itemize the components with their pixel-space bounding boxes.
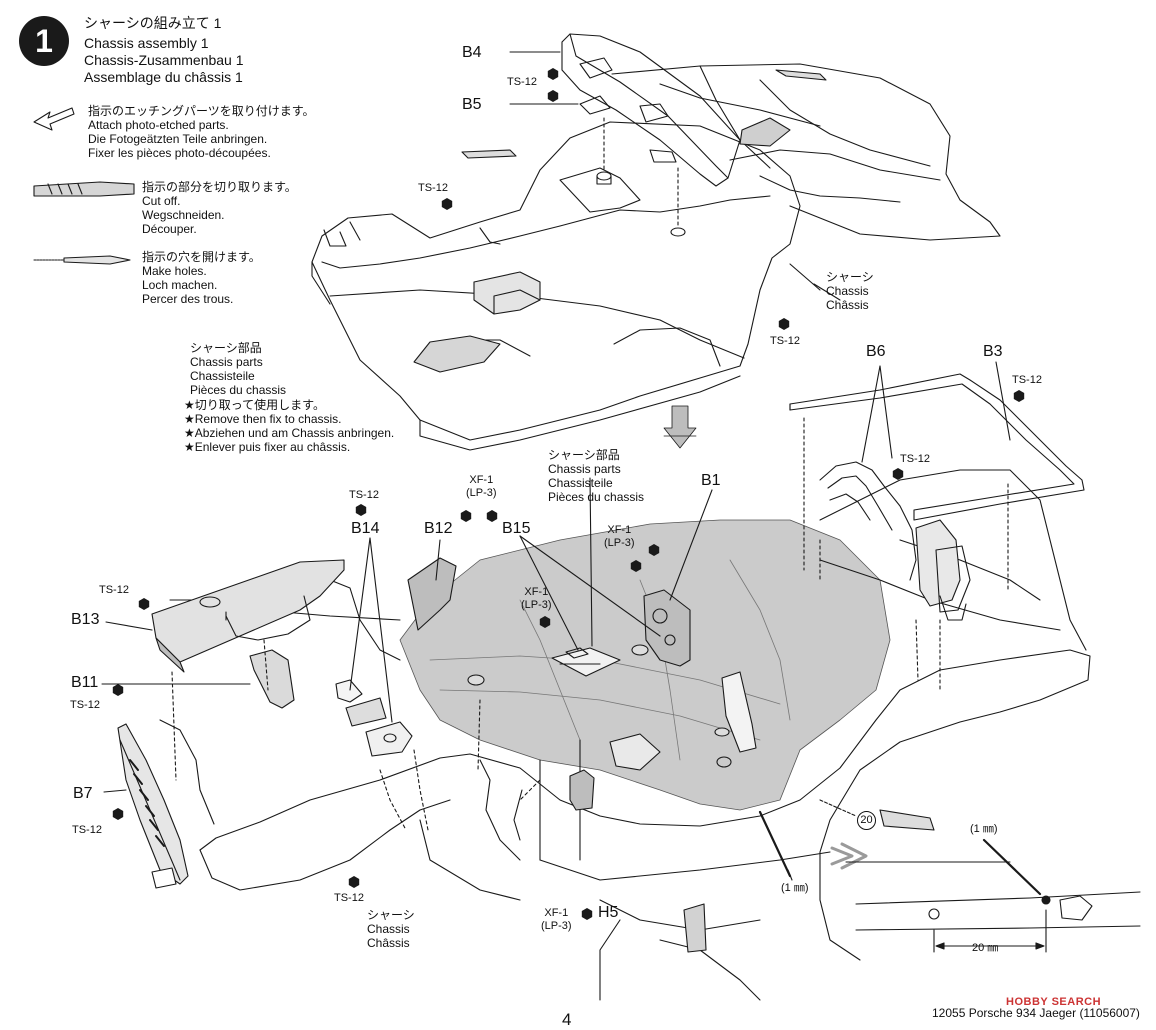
chassis-label-bottom: シャーシ Chassis Châssis (367, 908, 415, 950)
legend-cut-off: 指示の部分を切り取ります。 Cut off. Wegschneiden. Déc… (142, 180, 297, 237)
paint-code-alt: (LP-3) (541, 919, 572, 932)
chassis-jp: シャーシ (826, 270, 874, 284)
part-label-h5: H5 (598, 904, 619, 921)
legend-text-fr: Fixer les pièces photo-découpées. (88, 146, 271, 161)
chassis-parts-note: シャーシ部品 Chassis parts Chassisteile Pièces… (184, 341, 394, 454)
legend-photo-etched: 指示のエッチングパーツを取り付けます。 Attach photo-etched … (88, 104, 315, 161)
paint-code-alt: (LP-3) (466, 486, 497, 499)
drill-size-label-detail: (1 ㎜) (970, 823, 998, 835)
paint-ts12: TS-12 (770, 335, 800, 347)
chassis-label-top: シャーシ Chassis Châssis (826, 270, 874, 312)
chassis-en: Chassis (367, 922, 410, 937)
part-label-b14: B14 (351, 520, 380, 537)
paint-code-alt: (LP-3) (604, 536, 635, 549)
part-label-b15: B15 (502, 520, 531, 537)
part-label-b6: B6 (866, 343, 886, 360)
lower-chassis-drawing (33, 107, 1141, 1001)
step-title-jp: シャーシの組み立て 1 (84, 15, 222, 31)
paint-ts12: TS-12 (334, 892, 364, 904)
part-label-b4: B4 (462, 44, 482, 61)
legend-text-en: Attach photo-etched parts. (88, 118, 229, 133)
note-star-fr: ★Enlever puis fixer au châssis. (184, 440, 351, 455)
legend-make-holes: 指示の穴を開けます。 Make holes. Loch machen. Perc… (142, 250, 261, 307)
watermark: HOBBY SEARCH (1006, 996, 1102, 1008)
legend-text-en: Cut off. (142, 194, 181, 209)
part-label-b1: B1 (701, 472, 721, 489)
upper-chassis-drawing (311, 33, 1001, 451)
paint-code: XF-1 (544, 907, 569, 919)
paint-code: XF-1 (607, 524, 632, 536)
legend-text-jp: 指示のエッチングパーツを取り付けます。 (88, 104, 315, 118)
paint-ts12: TS-12 (507, 76, 537, 88)
paint-ts12: TS-12 (1012, 374, 1042, 386)
note-fr: Pièces du chassis (190, 383, 287, 398)
note-fr: Pièces du chassis (548, 490, 645, 505)
paint-xf1: XF-1 (LP-3) (541, 907, 572, 933)
legend-text-fr: Percer des trous. (142, 292, 234, 307)
chassis-fr: Châssis (826, 298, 869, 313)
paint-xf1: XF-1 (LP-3) (604, 524, 635, 550)
legend-text-jp: 指示の部分を切り取ります。 (142, 180, 297, 194)
part-label-b3: B3 (983, 343, 1003, 360)
step-number-badge: 1 (19, 16, 69, 66)
paint-ts12: TS-12 (72, 824, 102, 836)
chassis-fr: Châssis (367, 936, 410, 951)
part-label-b13: B13 (71, 611, 100, 628)
legend-text-jp: 指示の穴を開けます。 (142, 250, 261, 264)
paint-code: XF-1 (469, 474, 494, 486)
product-footer: 12055 Porsche 934 Jaeger (11056007) (932, 1006, 1140, 1020)
chassis-parts-label-2: シャーシ部品 Chassis parts Chassisteile Pièces… (548, 448, 644, 505)
page-number: 4 (562, 1010, 572, 1029)
step-title-de: Chassis-Zusammenbau 1 (84, 52, 244, 68)
step-title-fr: Assemblage du châssis 1 (84, 69, 243, 85)
note-de: Chassisteile (190, 369, 255, 384)
paint-code: XF-1 (524, 586, 549, 598)
paint-ts12: TS-12 (900, 453, 930, 465)
note-de: Chassisteile (548, 476, 613, 491)
legend-text-de: Loch machen. (142, 278, 218, 293)
note-star-de: ★Abziehen und am Chassis anbringen. (184, 425, 395, 440)
legend-text-en: Make holes. (142, 264, 207, 279)
part-label-b5: B5 (462, 96, 482, 113)
step-title-en: Chassis assembly 1 (84, 35, 209, 51)
note-jp: シャーシ部品 (190, 341, 262, 355)
note-en: Chassis parts (190, 355, 263, 370)
drill-distance-label: 20 ㎜ (972, 942, 999, 954)
paint-xf1: XF-1 (LP-3) (466, 474, 497, 500)
part-label-b11: B11 (71, 674, 99, 691)
paint-xf1: XF-1 (LP-3) (521, 586, 552, 612)
paint-ts12: TS-12 (70, 699, 100, 711)
legend-text-de: Die Fotogeätzten Teile anbringen. (88, 132, 268, 147)
part-label-b12: B12 (424, 520, 453, 537)
note-star-en: ★Remove then fix to chassis. (184, 411, 342, 426)
legend-text-fr: Découper. (142, 222, 197, 237)
part-label-b7: B7 (73, 785, 93, 802)
down-arrow-icon (663, 405, 697, 449)
paint-code-alt: (LP-3) (521, 598, 552, 611)
drill-size-label: (1 ㎜) (781, 882, 809, 894)
legend-text-de: Wegschneiden. (142, 208, 225, 223)
note-star-jp: ★切り取って使用します。 (184, 397, 325, 412)
paint-ts12: TS-12 (418, 182, 448, 194)
chassis-en: Chassis (826, 284, 869, 299)
tool-number-badge: 20 (857, 811, 876, 830)
note-jp: シャーシ部品 (548, 448, 620, 462)
chassis-jp: シャーシ (367, 908, 415, 922)
note-en: Chassis parts (548, 462, 621, 477)
paint-ts12: TS-12 (349, 489, 379, 501)
paint-ts12: TS-12 (99, 584, 129, 596)
